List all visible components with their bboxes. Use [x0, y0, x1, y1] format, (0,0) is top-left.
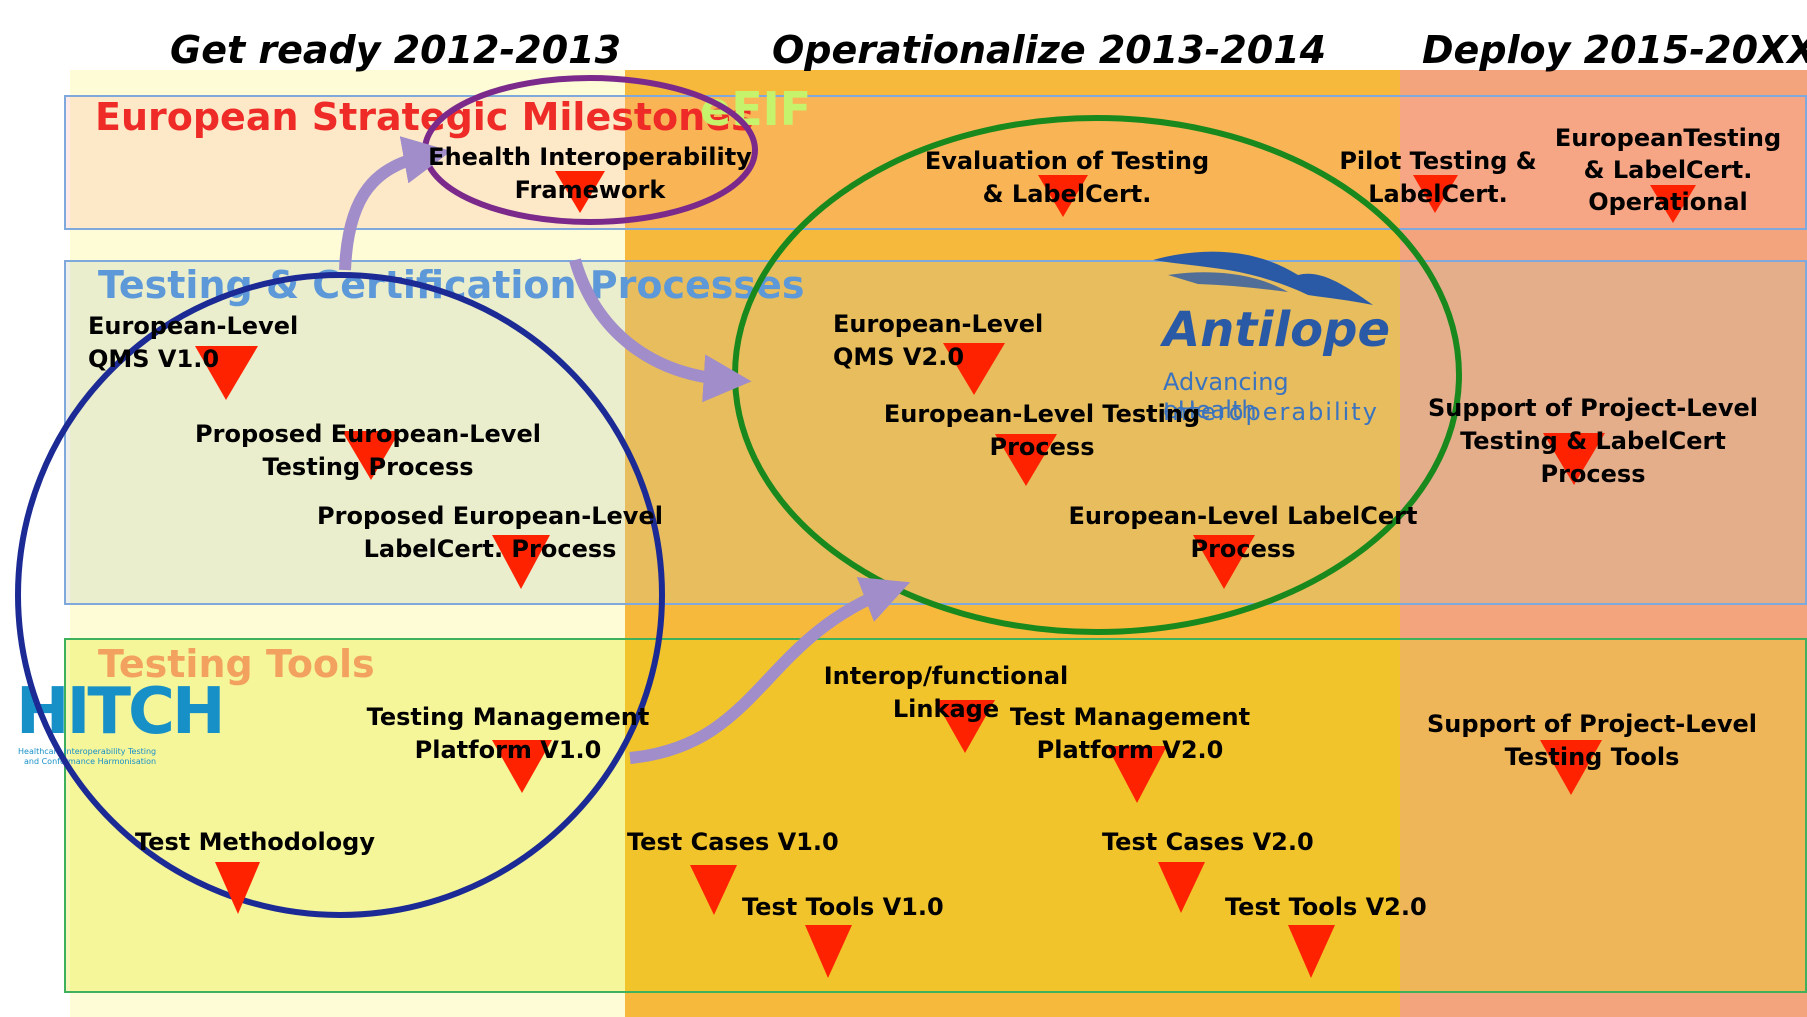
marker-p1	[195, 346, 258, 400]
marker-m4	[1650, 185, 1696, 223]
marker-m1	[555, 171, 605, 213]
arrow-to-eeif	[339, 136, 452, 271]
arrow-tools-to-antilope	[629, 577, 911, 764]
marker-t3	[690, 865, 737, 915]
marker-p6	[1193, 535, 1255, 589]
antilope-logo: Antilope Advancing eHealth Interoperabil…	[1148, 240, 1391, 440]
antilope-tagline-2: Interoperability	[1163, 398, 1379, 426]
marker-m3	[1413, 175, 1458, 213]
process-proposed-labelcert: Proposed European-Level LabelCert. Proce…	[317, 502, 663, 563]
marker-t1	[492, 740, 552, 793]
phase-1-header: Get ready 2012-2013	[170, 28, 622, 72]
marker-t9	[1540, 740, 1602, 795]
hitch-tagline-1: Healthcare Interoperability Testing	[18, 747, 157, 756]
band-testing-tools	[64, 638, 1807, 993]
marker-t4	[805, 925, 852, 978]
process-european-labelcert: European-Level LabelCert Process	[1068, 502, 1418, 563]
milestone-ehealth-framework: Ehealth Interoperability Framework	[428, 143, 752, 204]
marker-p2	[342, 431, 400, 480]
marker-t8	[1288, 925, 1335, 978]
marker-p3	[492, 535, 550, 589]
milestone-evaluation-testing: Evaluation of Testing & LabelCert.	[924, 147, 1210, 208]
process-qms-v1: European-Level QMS V1.0	[88, 312, 299, 373]
tool-test-tools-v2: Test Tools V2.0	[1225, 893, 1427, 921]
process-european-testing: European-Level Testing Process	[883, 400, 1201, 461]
band-title-strategic: European Strategic Milestones	[95, 95, 754, 139]
marker-p5	[995, 434, 1057, 486]
band-title-tools: Testing Tools	[98, 642, 375, 686]
arrow-to-antilope	[569, 258, 752, 403]
marker-t7	[1158, 862, 1205, 913]
antilope-name: Antilope	[1163, 302, 1391, 358]
tool-test-platform-v2: Test Management Platform V2.0	[1009, 703, 1251, 764]
antilope-head-icon	[1153, 251, 1373, 305]
tool-interop-linkage: Interop/functional Linkage	[823, 662, 1069, 723]
tool-support-project-tools: Support of Project-Level Testing Tools	[1427, 710, 1757, 771]
marker-p7	[1543, 433, 1605, 485]
eeif-label: eEIF	[700, 82, 812, 136]
hitch-tagline-2: and Conformance Harmonisation	[24, 757, 157, 766]
antilope-tagline-1: Advancing eHealth	[1163, 368, 1289, 424]
phase-3-header: Deploy 2015-20XX	[1422, 28, 1807, 72]
tool-test-tools-v1: Test Tools V1.0	[742, 893, 944, 921]
ellipse-hitch	[15, 272, 665, 918]
milestone-european-testing-operational: EuropeanTesting & LabelCert. Operational	[1554, 124, 1782, 216]
tool-testing-platform-v1: Testing Management Platform V1.0	[366, 703, 650, 764]
phase-2-background	[625, 70, 1400, 1017]
process-qms-v2: European-Level QMS V2.0	[833, 310, 1044, 371]
marker-m2	[1038, 175, 1088, 217]
phase-3-background	[1400, 70, 1807, 1017]
process-support-project-testing: Support of Project-Level Testing & Label…	[1428, 394, 1758, 488]
marker-t6	[1107, 746, 1167, 803]
tool-test-cases-v1: Test Cases V1.0	[627, 828, 839, 856]
marker-t5	[935, 700, 995, 753]
tool-test-cases-v2: Test Cases V2.0	[1102, 828, 1314, 856]
tool-test-methodology: Test Methodology	[135, 828, 375, 856]
milestone-pilot-testing: Pilot Testing & LabelCert.	[1339, 147, 1537, 208]
marker-t2	[215, 862, 260, 914]
marker-p4	[943, 343, 1005, 395]
process-proposed-testing: Proposed European-Level Testing Process	[195, 420, 541, 481]
phase-2-header: Operationalize 2013-2014	[772, 28, 1327, 72]
